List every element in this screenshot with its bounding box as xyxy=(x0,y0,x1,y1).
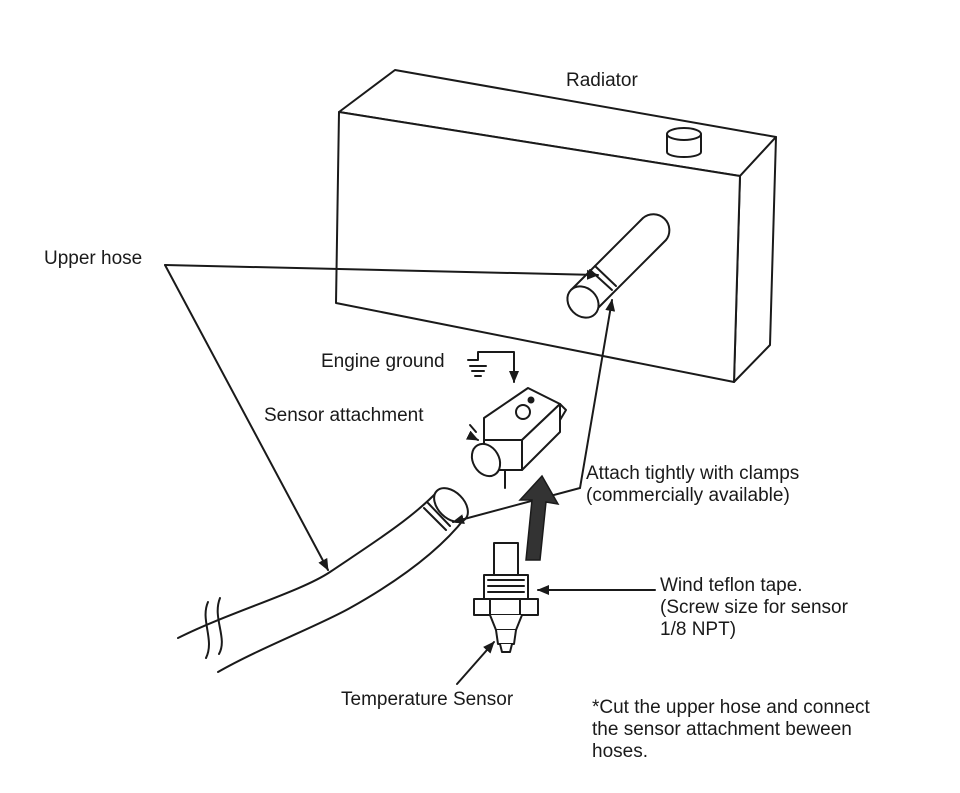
engine-ground-label: Engine ground xyxy=(321,351,445,372)
installation-note-line-3: hoses. xyxy=(592,741,648,762)
clamps-note: Attach tightly with clamps (commercially… xyxy=(586,463,799,507)
clamps-note-line-2: (commercially available) xyxy=(586,485,790,506)
upper-hose-illustration xyxy=(177,487,469,673)
temperature-sensor-label: Temperature Sensor xyxy=(341,689,514,710)
installation-note-line-2: the sensor attachment beween xyxy=(592,719,852,740)
radiator-cap xyxy=(666,127,702,158)
teflon-note-line-2: (Screw size for sensor xyxy=(660,597,848,618)
teflon-note: Wind teflon tape. (Screw size for sensor… xyxy=(660,575,848,641)
sensor-attachment-label: Sensor attachment xyxy=(264,405,424,426)
installation-note: *Cut the upper hose and connect the sens… xyxy=(592,697,870,763)
upper-hose-label: Upper hose xyxy=(44,248,143,269)
engine-ground-symbol xyxy=(467,351,519,383)
leader-lines xyxy=(164,264,656,685)
insert-arrow xyxy=(518,474,560,561)
radiator-illustration xyxy=(335,69,777,383)
radiator-label: Radiator xyxy=(566,70,638,91)
installation-note-line-1: *Cut the upper hose and connect xyxy=(592,697,870,718)
clamps-note-line-1: Attach tightly with clamps xyxy=(586,463,800,484)
temperature-sensor-illustration xyxy=(473,542,539,653)
teflon-note-line-1: Wind teflon tape. xyxy=(660,575,803,596)
teflon-note-line-3: 1/8 NPT) xyxy=(660,619,737,640)
sensor-attachment-illustration xyxy=(469,387,567,489)
